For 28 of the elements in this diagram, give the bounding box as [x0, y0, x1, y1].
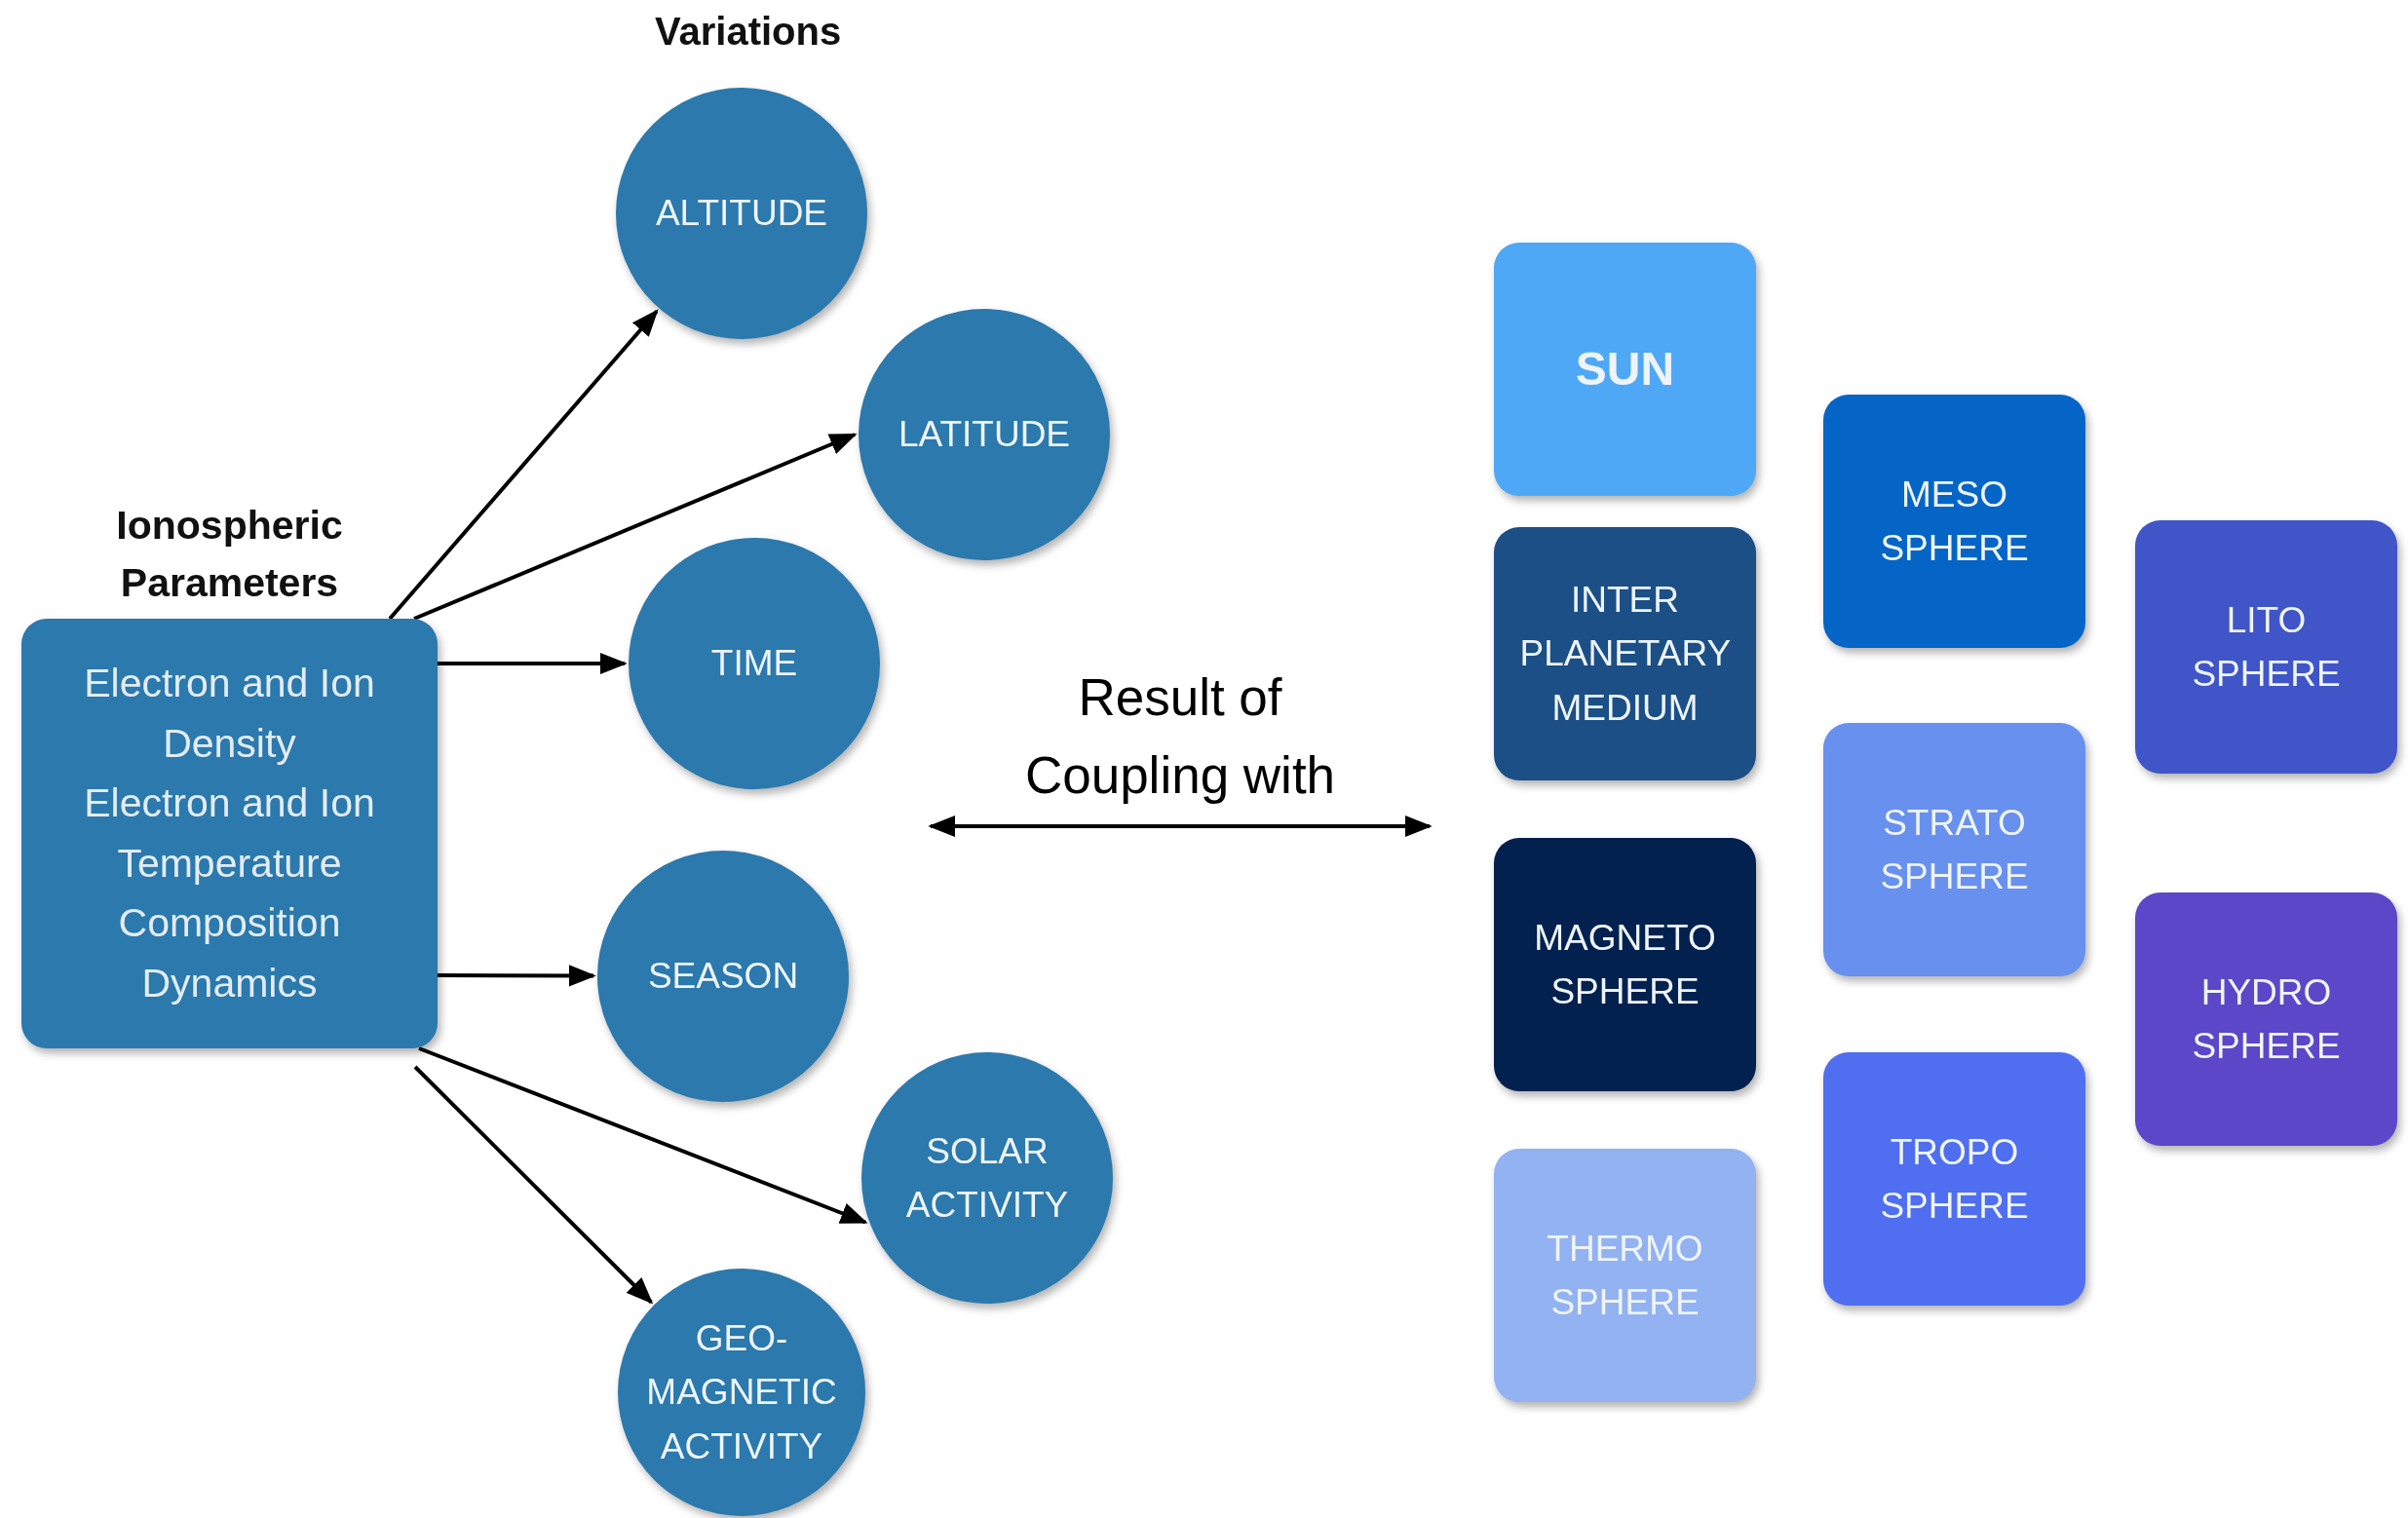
sphere-label: STRATO SPHERE	[1880, 801, 2029, 898]
sphere-label: LITO SPHERE	[2192, 598, 2341, 696]
parameter-box	[21, 619, 438, 1048]
circle-label: TIME	[710, 642, 798, 686]
circle-label: ALTITUDE	[655, 192, 828, 236]
heading-label: Variations	[655, 10, 842, 54]
arrow	[413, 1065, 654, 1305]
arrow	[413, 433, 858, 621]
sphere-label: THERMO SPHERE	[1547, 1227, 1703, 1324]
parameter-text: Composition	[118, 899, 341, 947]
sphere-label: TROPO SPHERE	[1880, 1130, 2029, 1228]
circle-label: LATITUDE	[898, 413, 1071, 457]
circle-label: SOLAR ACTIVITY	[905, 1129, 1069, 1227]
circle-label: SEASON	[647, 955, 799, 999]
arrow	[418, 1046, 868, 1225]
sphere-label: SUN	[1575, 342, 1675, 397]
parameter-text: Electron and Ion Temperature	[83, 779, 376, 888]
sphere-label: MAGNETO SPHERE	[1534, 916, 1716, 1013]
arrow	[438, 652, 628, 675]
arrow	[438, 965, 596, 987]
circle-label: GEO- MAGNETIC ACTIVITY	[646, 1316, 837, 1468]
sphere-label: INTER PLANETARY MEDIUM	[1519, 578, 1731, 730]
parameter-text: Dynamics	[141, 959, 318, 1007]
parameter-text: Electron and Ion Density	[83, 660, 376, 768]
box-heading: Ionospheric Parameters	[115, 502, 344, 608]
sphere-label: MESO SPHERE	[1880, 473, 2029, 570]
arrow	[388, 309, 659, 621]
sphere-label: HYDRO SPHERE	[2192, 970, 2341, 1068]
